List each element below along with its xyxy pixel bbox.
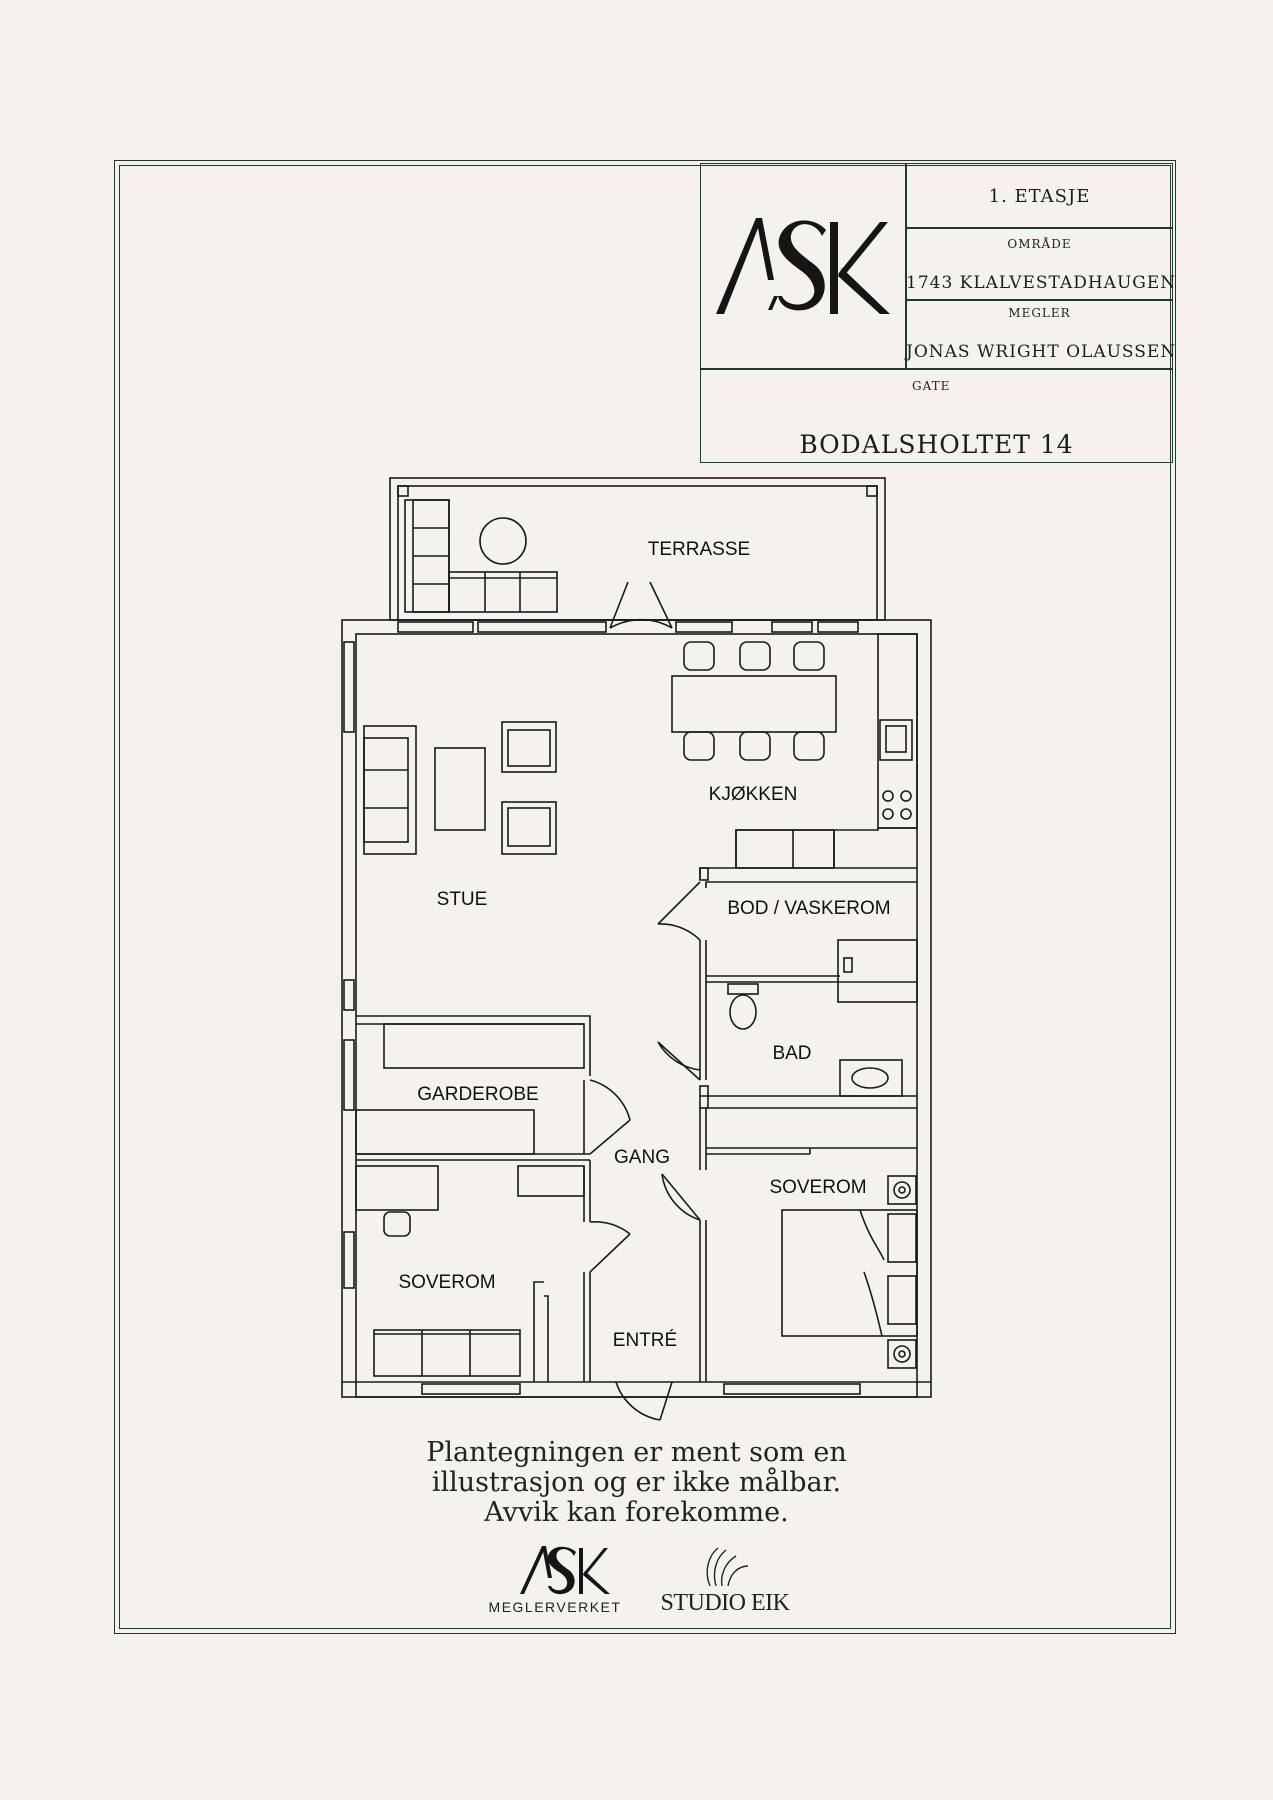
agent-label: MEGLER: [1008, 306, 1071, 320]
agent-cell: [906, 300, 1173, 369]
brand-studio-eik: STUDIO EIK: [661, 1547, 791, 1616]
fingerprint-icon: [706, 1547, 749, 1587]
room-label-soverom-left: SOVEROM: [398, 1272, 495, 1293]
brand-left-sub: MEGLERVERKET: [489, 1599, 622, 1615]
room-label-gang: GANG: [614, 1147, 670, 1168]
disclaimer: Plantegningen er ment som en illustrasjo…: [0, 1438, 1273, 1528]
kitchen: [671, 633, 918, 869]
area-value: 1743 KLALVESTADHAUGEN: [906, 273, 1177, 293]
room-label-bod: BOD / VASKEROM: [727, 898, 890, 919]
area-label: OMRÅDE: [1007, 237, 1072, 251]
disclaimer-line-3: Avvik kan forekomme.: [484, 1497, 789, 1528]
street-cell: [700, 369, 1173, 463]
terrace: [389, 477, 886, 629]
area-cell: [906, 228, 1173, 300]
street-value: BODALSHOLTET 14: [799, 430, 1074, 459]
disclaimer-line-2: illustrasjon og er ikke målbar.: [431, 1467, 842, 1498]
street-label: GATE: [912, 379, 951, 393]
floor-plan-lines: [341, 477, 932, 1421]
agent-value: JONAS WRIGHT OLAUSSEN: [906, 342, 1177, 362]
floor-value: 1. ETASJE: [988, 186, 1091, 207]
room-label-bad: BAD: [772, 1043, 811, 1064]
brand-right-name: STUDIO EIK: [661, 1590, 791, 1616]
disclaimer-line-1: Plantegningen er ment som en: [426, 1437, 847, 1468]
ask-logo: [716, 218, 890, 314]
floor-cell: [906, 163, 1173, 228]
living-furniture: [363, 721, 557, 855]
page-frame-inner: [119, 165, 1171, 1629]
logo-cell: [700, 163, 906, 369]
page-frame: [114, 160, 1176, 1634]
room-label-terrasse: TERRASSE: [648, 539, 750, 560]
room-label-garderobe: GARDEROBE: [417, 1084, 538, 1105]
room-label-entre: ENTRÉ: [613, 1330, 677, 1351]
inner-walls: [355, 867, 918, 1421]
room-label-stue: STUE: [437, 889, 488, 910]
room-label-soverom-right: SOVEROM: [769, 1177, 866, 1198]
brand-ask-meglerverket: MEGLERVERKET: [489, 1546, 622, 1615]
room-label-kjokken: KJØKKEN: [709, 784, 798, 805]
